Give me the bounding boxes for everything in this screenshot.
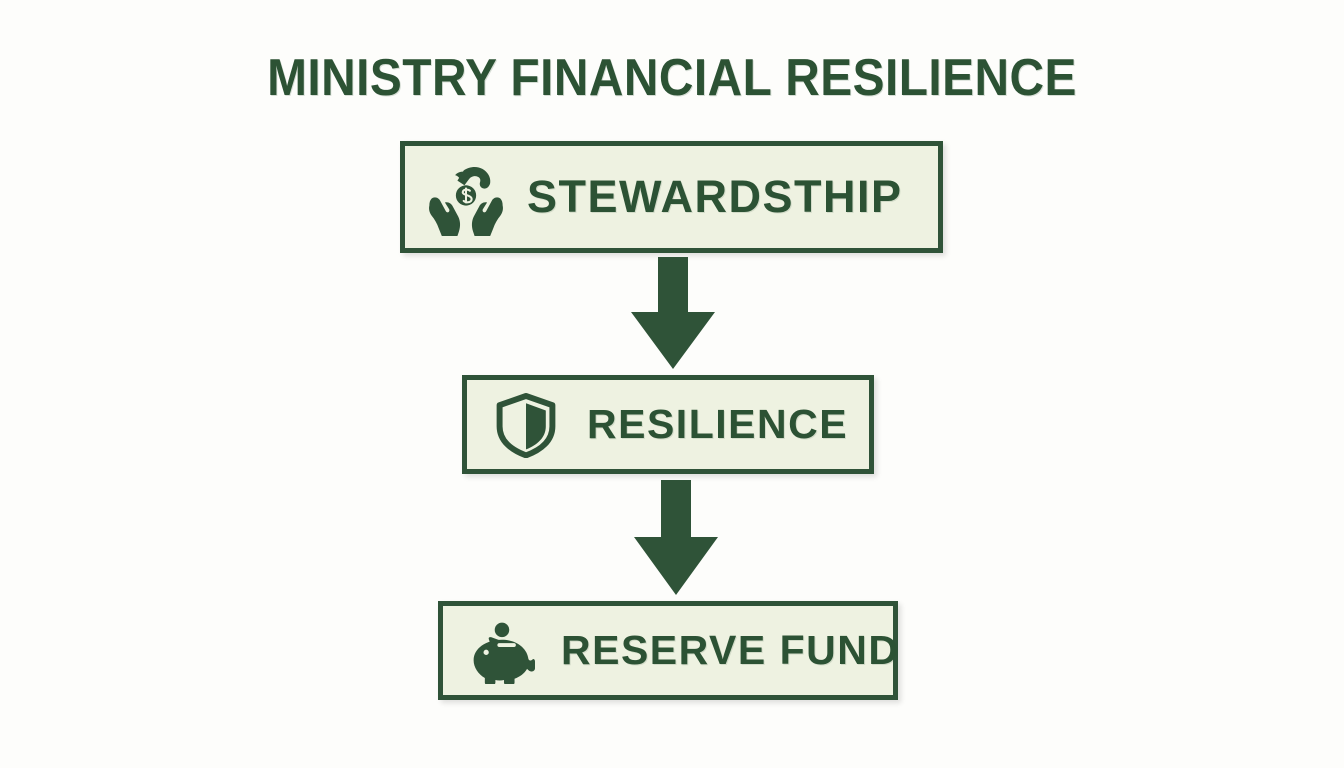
flow-node-resilience-label: RESILIENCE [587,401,849,447]
flow-node-stewardship[interactable]: STEWARDSTHIP [400,141,943,253]
flow-arrow-down-2 [628,480,724,597]
hands-holding-coin-icon [427,158,505,236]
shield-icon [493,392,559,458]
flow-node-reserve-fund[interactable]: RESERVE FUND [438,601,898,700]
flow-node-stewardship-label: STEWARDSTHIP [527,171,903,222]
page-title: MINISTRY FINANCIAL RESILIENCE [267,49,1077,107]
flow-arrow-down-1 [625,257,721,371]
flow-node-reserve-fund-label: RESERVE FUND [561,627,900,673]
piggy-bank-icon [469,618,535,684]
flow-node-resilience[interactable]: RESILIENCE [462,375,874,474]
